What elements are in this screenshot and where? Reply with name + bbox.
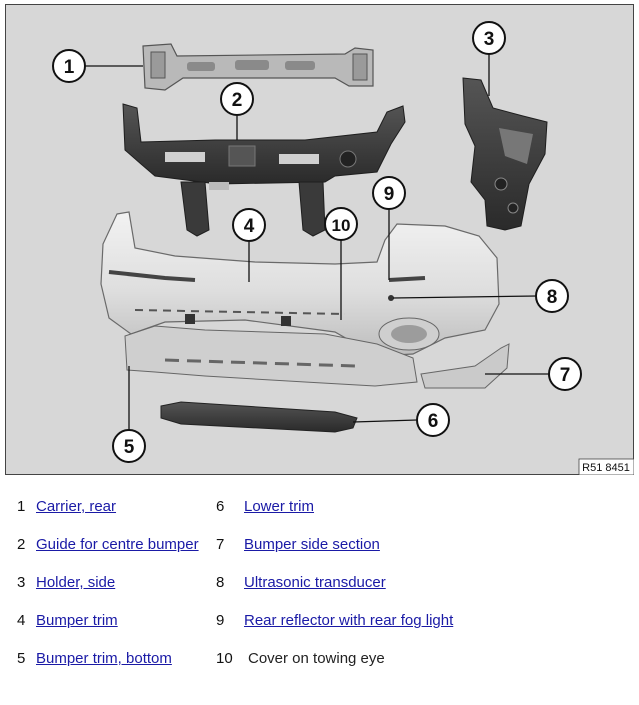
callout-3: 3	[472, 21, 506, 55]
callout-2-label: 2	[232, 90, 243, 111]
callout-7: 7	[548, 357, 582, 391]
legend-link-carrier-rear[interactable]: Carrier, rear	[36, 498, 117, 515]
exploded-parts-diagram: 1 2 3 4 5 6 7 8 9 10 R51 8451	[5, 4, 634, 475]
callout-3-label: 3	[484, 29, 495, 50]
part-bumper-side-section	[420, 343, 510, 389]
legend-number: 2	[17, 536, 26, 553]
callout-6: 6	[416, 403, 450, 437]
part-bumper-trim-bottom	[124, 325, 418, 387]
legend-link-lower-trim[interactable]: Lower trim	[244, 498, 315, 515]
legend-text-cover-towing-eye: Cover on towing eye	[248, 650, 385, 667]
callout-8-label: 8	[547, 287, 558, 308]
legend-number: 9	[216, 612, 225, 629]
callout-5: 5	[112, 429, 146, 463]
callout-4: 4	[232, 208, 266, 242]
callout-10-label: 10	[332, 216, 351, 235]
reference-code: R51 8451	[582, 462, 630, 474]
part-carrier-rear	[142, 43, 374, 91]
part-bumper-trim	[100, 211, 500, 357]
legend-number: 4	[17, 612, 26, 629]
legend-number: 7	[216, 536, 225, 553]
callout-7-label: 7	[560, 365, 571, 386]
callout-5-label: 5	[124, 437, 135, 458]
reference-code-box	[578, 458, 634, 475]
legend-number: 10	[216, 650, 233, 667]
leader-lines	[85, 54, 551, 432]
legend-link-bumper-trim-bottom[interactable]: Bumper trim, bottom	[36, 650, 172, 667]
callout-10: 10	[324, 207, 358, 241]
legend-link-guide-centre-bumper[interactable]: Guide for centre bumper	[36, 536, 199, 553]
callout-9-label: 9	[384, 184, 395, 205]
callout-4-label: 4	[244, 216, 255, 237]
callout-8: 8	[535, 279, 569, 313]
legend-number: 5	[17, 650, 26, 667]
legend-link-bumper-trim[interactable]: Bumper trim	[36, 612, 118, 629]
part-guide-centre-bumper	[122, 103, 406, 237]
part-holder-side	[462, 77, 548, 231]
legend-number: 8	[216, 574, 225, 591]
legend-link-holder-side[interactable]: Holder, side	[36, 574, 116, 591]
callout-9: 9	[372, 176, 406, 210]
legend-link-rear-reflector-fog-light[interactable]: Rear reflector with rear fog light	[244, 612, 454, 629]
callout-6-label: 6	[428, 411, 439, 432]
legend-link-ultrasonic-transducer[interactable]: Ultrasonic transducer	[244, 574, 386, 591]
legend-link-bumper-side-section[interactable]: Bumper side section	[244, 536, 380, 553]
legend-number: 6	[216, 498, 225, 515]
callout-2: 2	[220, 82, 254, 116]
legend-number: 1	[17, 498, 26, 515]
callout-1-label: 1	[64, 57, 75, 78]
part-lower-trim	[160, 401, 358, 433]
callout-1: 1	[52, 49, 86, 83]
legend-number: 3	[17, 574, 26, 591]
